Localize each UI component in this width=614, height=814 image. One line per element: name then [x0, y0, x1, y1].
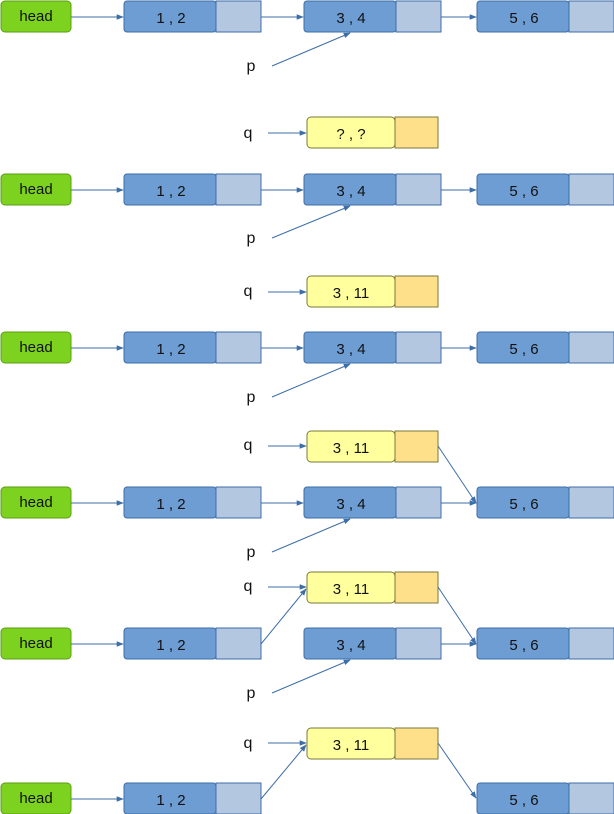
node-3-4: 3 , 4	[303, 627, 442, 660]
node-value: 3 , 4	[336, 341, 365, 358]
p-label: p	[247, 685, 256, 702]
node-value: 5 , 6	[509, 792, 538, 809]
node-value: 1 , 2	[156, 792, 185, 809]
head-label: head	[19, 790, 52, 807]
arrow-p-pointer	[271, 659, 351, 694]
arrow-p-pointer	[271, 518, 351, 553]
node-q: 3 , 11	[306, 430, 439, 463]
panel-6: q 3 , 11 head 1 , 2 5 , 6	[0, 727, 614, 814]
panel-2: q ? , ? head 1 , 2 3 , 4 5 , 6	[0, 116, 614, 247]
node-1-2: 1 , 2	[123, 486, 262, 519]
node-value: 1 , 2	[156, 183, 185, 200]
arrow-p-pointer	[271, 205, 351, 239]
node-q: ? , ?	[306, 116, 439, 149]
node-q: 3 , 11	[306, 275, 439, 308]
node-3-4: 3 , 4	[303, 331, 442, 364]
head-box: head	[0, 627, 72, 660]
node-5-6: 5 , 6	[476, 173, 614, 206]
head-label: head	[19, 339, 52, 356]
q-label: q	[244, 735, 253, 752]
head-box: head	[0, 331, 72, 364]
node-1-2: 1 , 2	[123, 782, 262, 814]
node-q: 3 , 11	[306, 571, 439, 604]
node-1-2: 1 , 2	[123, 0, 262, 33]
node-1-2: 1 , 2	[123, 173, 262, 206]
head-box: head	[0, 782, 72, 814]
node-value: 5 , 6	[509, 496, 538, 513]
node-value: 3 , 4	[336, 183, 365, 200]
q-label: q	[244, 437, 253, 454]
node-1-2: 1 , 2	[123, 627, 262, 660]
node-value: 1 , 2	[156, 10, 185, 27]
head-box: head	[0, 173, 72, 206]
head-box: head	[0, 0, 72, 33]
q-label: q	[244, 283, 253, 300]
node-value: ? , ?	[336, 126, 365, 143]
node-value: 3 , 11	[333, 440, 369, 457]
node-3-4: 3 , 4	[303, 173, 442, 206]
arrow-q-next	[437, 445, 477, 504]
node-value: 5 , 6	[509, 183, 538, 200]
node-value: 3 , 4	[336, 637, 365, 654]
node-5-6: 5 , 6	[476, 486, 614, 519]
arrow-q-next	[437, 742, 477, 799]
node-value: 1 , 2	[156, 341, 185, 358]
node-5-6: 5 , 6	[476, 627, 614, 660]
arrow-p-pointer	[271, 32, 351, 67]
node-value: 5 , 6	[509, 10, 538, 27]
node-value: 3 , 11	[333, 285, 369, 302]
panel-1: head 1 , 2 3 , 4 5 , 6 p	[0, 0, 614, 75]
node-value: 3 , 11	[333, 737, 369, 754]
node-value: 1 , 2	[156, 496, 185, 513]
node-5-6: 5 , 6	[476, 782, 614, 814]
head-label: head	[19, 494, 52, 511]
p-label: p	[247, 389, 256, 406]
node-q: 3 , 11	[306, 727, 439, 760]
panel-5: q 3 , 11 head 1 , 2 3 , 4 5 , 6	[0, 571, 614, 702]
node-5-6: 5 , 6	[476, 0, 614, 33]
node-1-2: 1 , 2	[123, 331, 262, 364]
node-value: 3 , 4	[336, 10, 365, 27]
node-3-4: 3 , 4	[303, 0, 442, 33]
node-value: 5 , 6	[509, 341, 538, 358]
node-value: 5 , 6	[509, 637, 538, 654]
arrow-p-pointer	[271, 363, 351, 398]
head-label: head	[19, 181, 52, 198]
p-label: p	[247, 230, 256, 247]
arrow-node-to-q	[260, 744, 307, 800]
q-label: q	[244, 125, 253, 142]
panel-3: q 3 , 11 head 1 , 2 3 , 4 5 , 6	[0, 275, 614, 406]
node-3-4: 3 , 4	[303, 486, 442, 519]
q-label: q	[244, 578, 253, 595]
panel-4: q 3 , 11 head 1 , 2 3 , 4 5 , 6	[0, 430, 614, 561]
head-label: head	[19, 8, 52, 25]
arrow-node-to-q	[260, 588, 307, 645]
arrow-q-next	[437, 586, 477, 645]
node-value: 1 , 2	[156, 637, 185, 654]
node-5-6: 5 , 6	[476, 331, 614, 364]
p-label: p	[247, 544, 256, 561]
node-value: 3 , 11	[333, 581, 369, 598]
p-label: p	[247, 58, 256, 75]
head-label: head	[19, 635, 52, 652]
head-box: head	[0, 486, 72, 519]
node-value: 3 , 4	[336, 496, 365, 513]
